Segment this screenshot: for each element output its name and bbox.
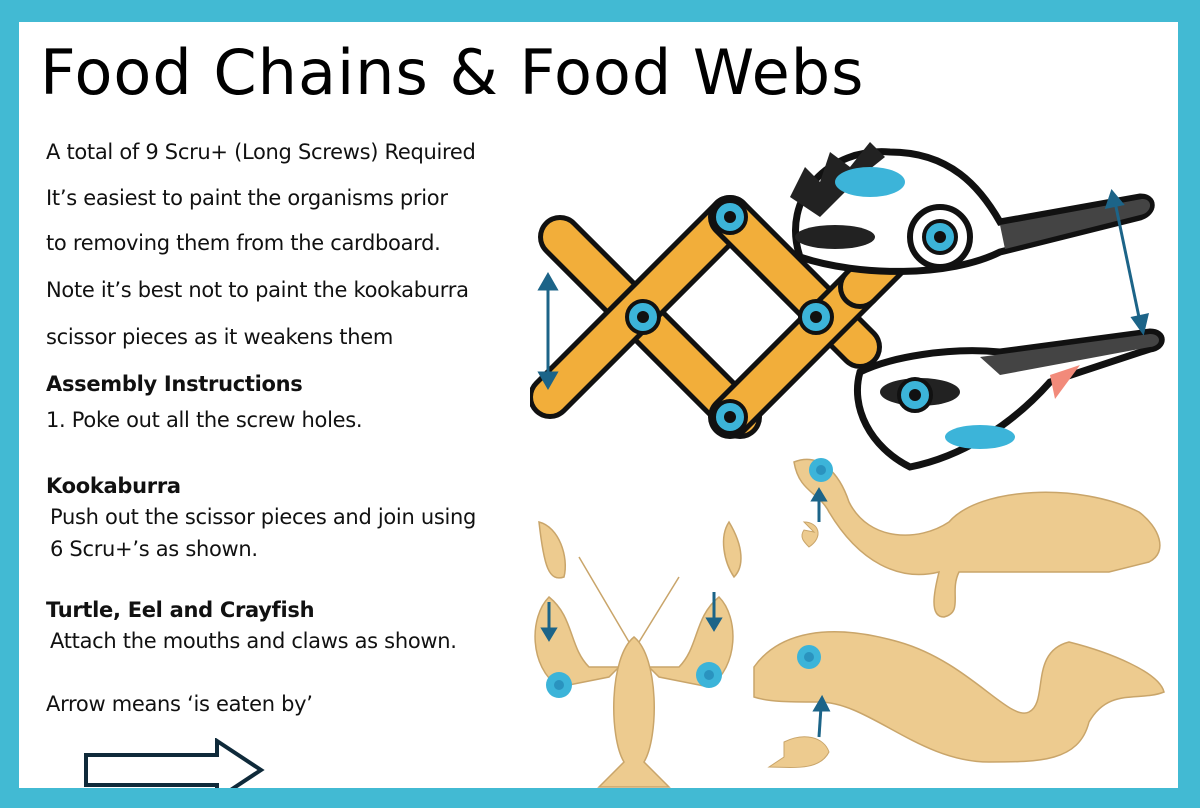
assembly-step-1: 1. Poke out all the screw holes. [46, 408, 363, 432]
turtle-eel-crayfish-heading: Turtle, Eel and Crayfish [46, 598, 315, 622]
legend-text: Arrow means ‘is eaten by’ [46, 692, 313, 716]
assembly-heading: Assembly Instructions [46, 372, 303, 396]
page-title: Food Chains & Food Webs [40, 36, 865, 109]
crayfish-illustration [534, 520, 742, 788]
intro-line-5: scissor pieces as it weakens them [46, 325, 393, 349]
kookaburra-line-1: Push out the scissor pieces and join usi… [50, 505, 477, 529]
eel-illustration [753, 631, 1165, 769]
kookaburra-line-2: 6 Scru+’s as shown. [50, 537, 258, 561]
intro-line-3: to removing them from the cardboard. [46, 231, 441, 255]
screw-icons [625, 199, 958, 435]
right-arrow-icon [84, 738, 265, 788]
kookaburra-scissor-illustration [530, 142, 1165, 471]
intro-line-2: It’s easiest to paint the organisms prio… [46, 186, 448, 210]
intro-line-1: A total of 9 Scru+ (Long Screws) Require… [46, 140, 476, 164]
turtle-eel-crayfish-line: Attach the mouths and claws as shown. [50, 629, 457, 653]
turtle-illustration [793, 458, 1161, 618]
worksheet-page: Food Chains & Food Webs A total of 9 Scr… [19, 22, 1178, 788]
kookaburra-heading: Kookaburra [46, 474, 181, 498]
intro-line-4: Note it’s best not to paint the kookabur… [46, 278, 469, 302]
